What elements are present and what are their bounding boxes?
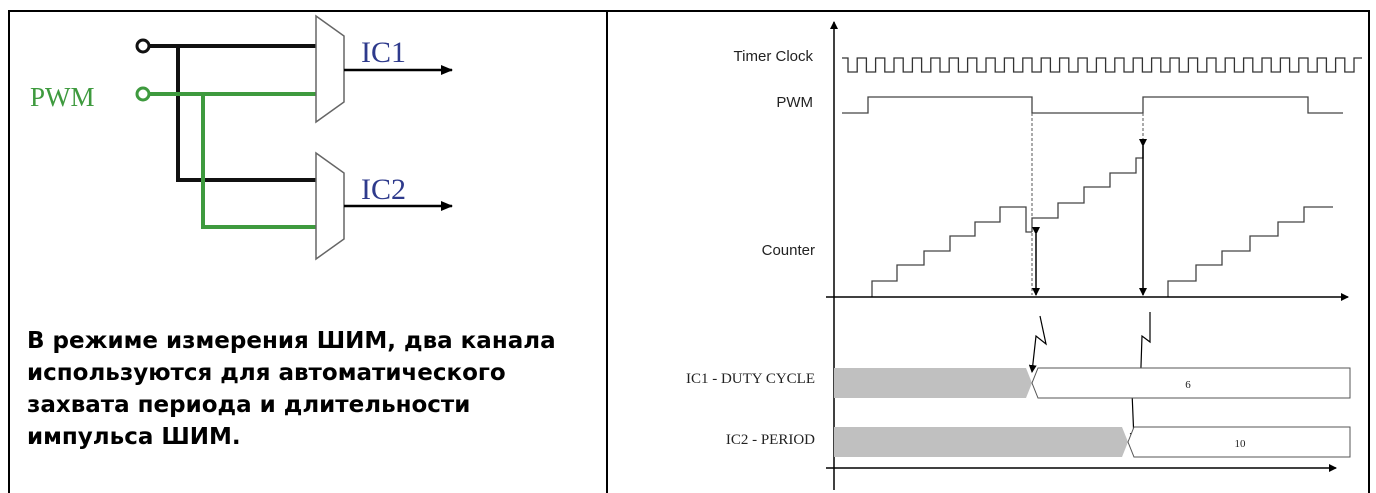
mux-2 xyxy=(315,151,345,261)
ic1-duty-cycle-label: IC1 - DUTY CYCLE xyxy=(686,371,815,387)
pwm-signal-label: PWM xyxy=(776,94,813,111)
left-panel xyxy=(8,10,608,493)
pwm-input-label: PWM xyxy=(30,82,95,112)
counter-staircase-3 xyxy=(1167,206,1333,297)
counter-label: Counter xyxy=(762,242,815,259)
counter-staircase-2 xyxy=(1031,145,1144,232)
ic1-trigger-bolt xyxy=(1028,315,1047,373)
timer-clock-waveform xyxy=(842,57,1362,73)
mux-1 xyxy=(315,14,345,124)
ic1-prior-value-bar xyxy=(834,368,1032,398)
pwm-waveform xyxy=(842,96,1343,114)
mux-diagram: PWM IC1 IC2 xyxy=(30,14,453,261)
ic1-value: 6 xyxy=(1185,379,1191,391)
right-panel xyxy=(606,10,1370,493)
pwm-wire-to-mux2 xyxy=(201,94,316,229)
pwm-input-terminal xyxy=(135,86,151,102)
ic2-trigger-bolt xyxy=(1129,312,1151,441)
timer-clock-label: Timer Clock xyxy=(734,48,814,65)
ic1-value-box xyxy=(1031,367,1351,399)
ic2-output-label: IC2 xyxy=(361,173,406,206)
caption-text: В режиме измерения ШИМ, два канала испол… xyxy=(27,328,556,450)
timing-diagram: Timer Clock PWM Counter IC1 - DUTY CYCLE… xyxy=(686,21,1362,490)
ic2-period-label: IC2 - PERIOD xyxy=(726,432,815,448)
ref-input-terminal xyxy=(135,38,151,54)
ic1-output-label: IC1 xyxy=(361,36,406,69)
ic2-value-box xyxy=(1127,426,1351,458)
counter-staircase-1 xyxy=(871,206,1032,297)
ref-wire xyxy=(150,44,316,182)
ic2-prior-value-bar xyxy=(834,427,1128,457)
ic2-value: 10 xyxy=(1235,438,1247,450)
